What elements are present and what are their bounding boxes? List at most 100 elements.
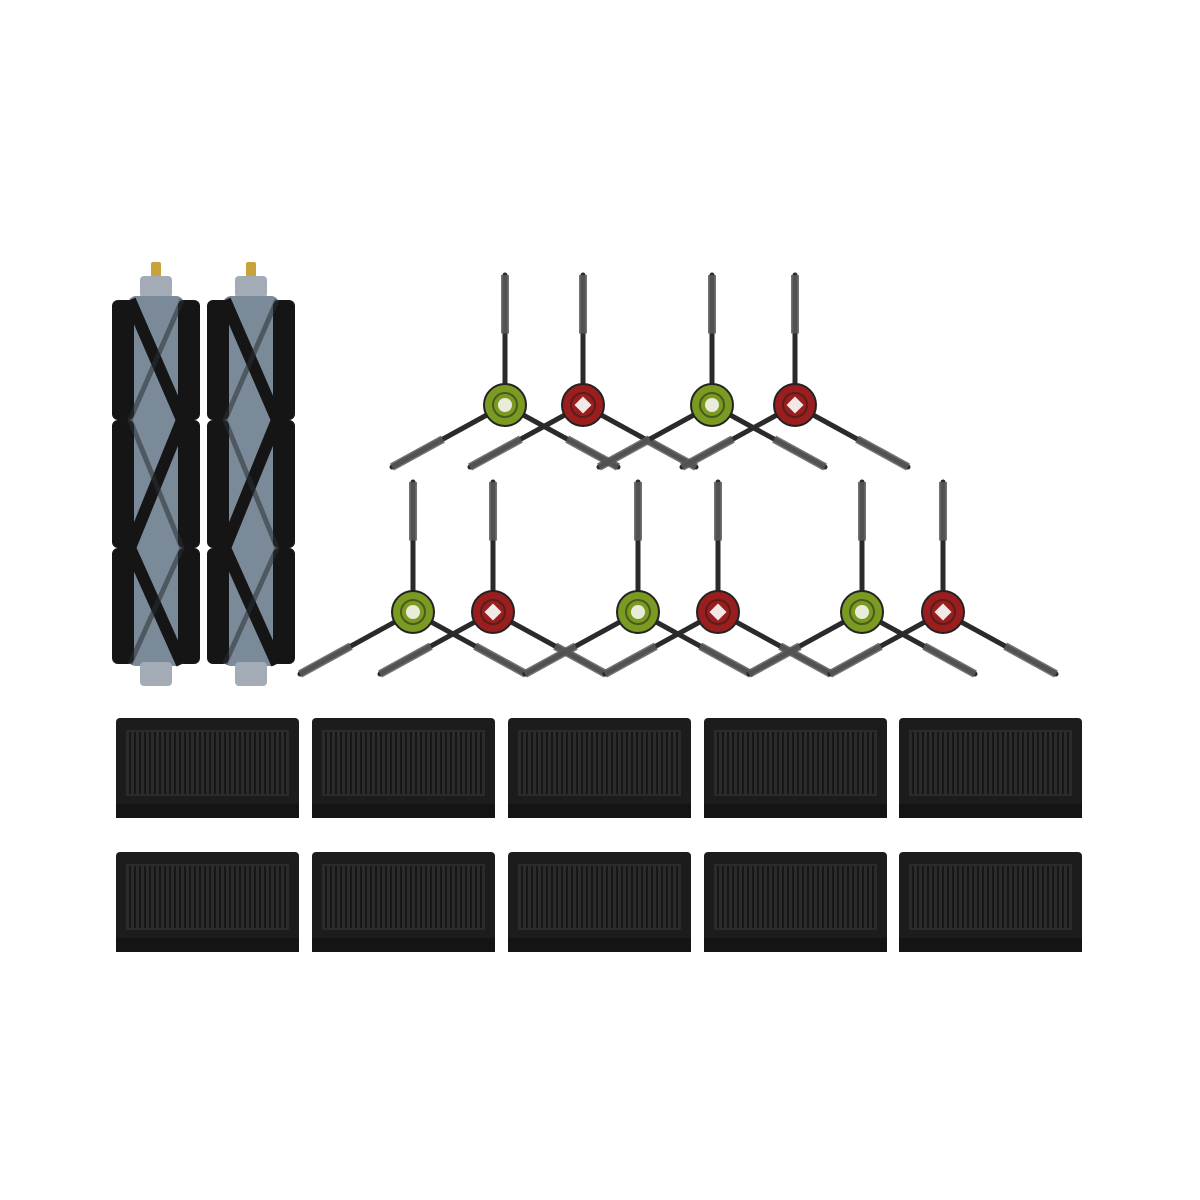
hub-socket [705,398,719,412]
bristle-strip [112,420,134,548]
bristle-tuft [772,435,827,471]
brush-end-cap [140,276,172,298]
filter-media [518,730,681,796]
bristle-tuft [855,435,910,471]
bristle-strip [207,548,229,664]
filter-media [322,730,485,796]
filter-base [704,938,887,952]
filter-media [714,864,877,930]
side-brush [522,479,754,678]
main-brush [207,262,295,686]
bristle-tuft [473,642,528,678]
hub-socket [574,396,592,414]
side-brush-group [297,272,1059,678]
filter-media [518,864,681,930]
hub-socket [406,605,420,619]
bristle-tuft [523,642,578,678]
filter [312,852,495,952]
bristle-strip [112,300,134,420]
hub-socket [631,605,645,619]
bristle-tuft [597,435,652,471]
hub-socket [855,605,869,619]
filter-media [126,730,289,796]
hub-ring [480,599,506,625]
side-brush [679,272,911,471]
hub-ring [705,599,731,625]
bristle-tuft [378,642,433,678]
bristle-strip [112,548,134,664]
filter-base [899,938,1082,952]
bristle-tuft [468,435,523,471]
bristle-strip [178,548,200,664]
hub-ring [849,599,875,625]
bristle-strip [178,420,200,548]
filter-media [909,730,1072,796]
bristle-spiral [127,299,185,666]
side-brush [467,272,699,471]
bristle-tuft [747,642,802,678]
hub-ring [699,392,725,418]
bristle-strip [207,300,229,420]
filter-media [322,864,485,930]
hub-ring [782,392,808,418]
bristle-tuft [828,642,883,678]
hub-ring [625,599,651,625]
side-brush [827,479,1059,678]
side-brush [746,479,978,678]
bristle-tuft [390,435,445,471]
side-brush [297,479,529,678]
filter [508,852,691,952]
bristle-strip [273,300,295,420]
brush-end-cap [235,662,267,686]
bristle-strip [273,548,295,664]
main-brush-group [112,262,295,686]
filter [899,718,1082,818]
hub-socket [709,603,727,621]
filter-base [899,804,1082,818]
filter [312,718,495,818]
brush-end-cap [140,662,172,686]
bristle-tuft [603,642,658,678]
side-brush [377,479,609,678]
filter [704,852,887,952]
filter-media [126,864,289,930]
filter [116,718,299,818]
hub-socket [786,396,804,414]
hub-socket [484,603,502,621]
hub-ring [492,392,518,418]
brush-end-cap [235,276,267,298]
bristle-tuft [1003,642,1058,678]
filter [704,718,887,818]
bristle-tuft [298,642,353,678]
filter-base [508,804,691,818]
bristle-spiral [222,299,280,666]
bristle-tuft [680,435,735,471]
filter-media [909,864,1072,930]
filter-base [312,938,495,952]
side-brush [389,272,621,471]
filter-base [508,938,691,952]
side-brush [596,272,828,471]
brush-pin [246,262,256,278]
filter-base [116,938,299,952]
bristle-strip [207,420,229,548]
bristle-tuft [922,642,977,678]
filter [116,852,299,952]
filter-base [312,804,495,818]
filter [508,718,691,818]
hub-socket [498,398,512,412]
bristle-strip [273,420,295,548]
bristle-strip [178,300,200,420]
hub-socket [934,603,952,621]
hub-ring [930,599,956,625]
brush-pin [151,262,161,278]
main-brush [112,262,200,686]
filter-base [704,804,887,818]
hub-ring [570,392,596,418]
filter-base [116,804,299,818]
filter [899,852,1082,952]
filter-group [116,718,1082,952]
filter-media [714,730,877,796]
hub-ring [400,599,426,625]
